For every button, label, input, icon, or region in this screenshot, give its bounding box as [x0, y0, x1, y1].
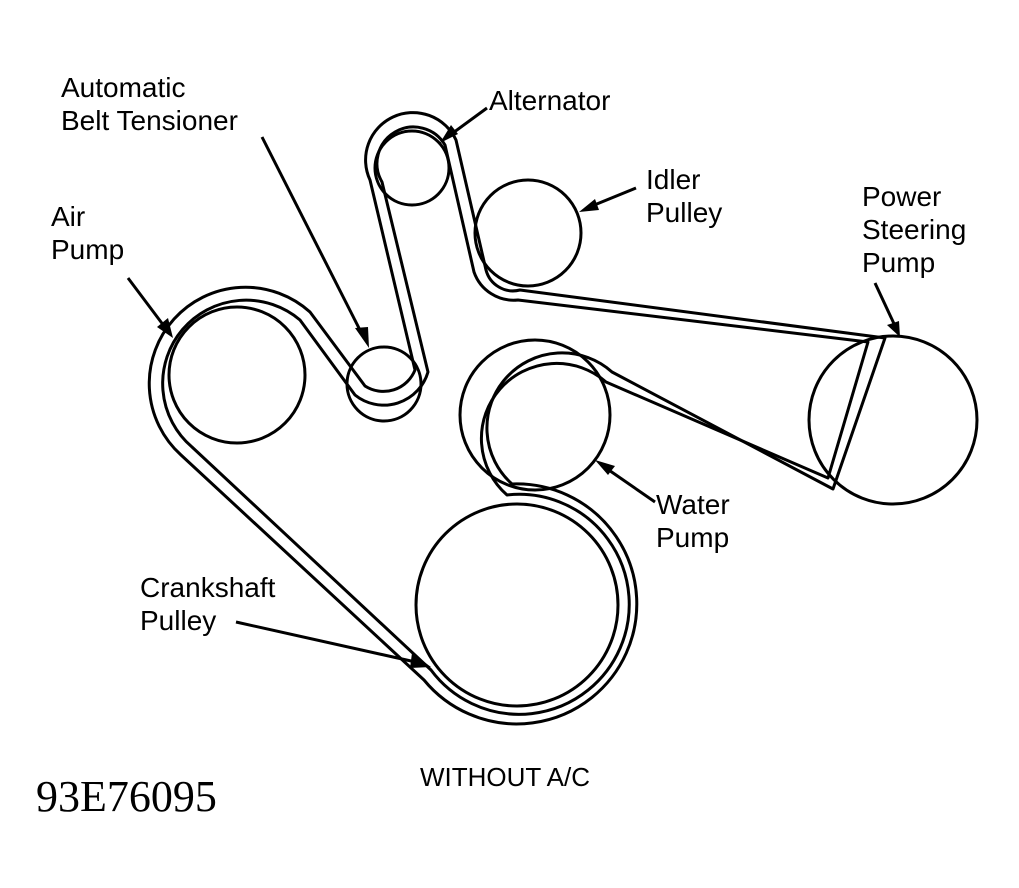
- crankshaft-leader-line: [235, 620, 421, 665]
- air-pump-leader-line: [126, 277, 169, 331]
- crankshaft-arrowhead: [410, 653, 431, 668]
- air-pump-arrowhead: [157, 318, 173, 338]
- figure-code: 93E76095: [36, 772, 217, 821]
- label-air-pump: Air Pump: [51, 200, 124, 266]
- label-line: Steering: [862, 214, 967, 245]
- idler-arrowhead: [579, 199, 599, 212]
- label-line: Pump: [656, 522, 730, 553]
- label-line: Power: [862, 181, 942, 212]
- belt-outer-edge: [147, 111, 887, 726]
- label-idler-pulley: Idler Pulley: [646, 163, 722, 229]
- label-line: Alternator: [489, 85, 611, 116]
- power-steering-pump-pulley: [807, 334, 979, 506]
- label-alternator: Alternator: [489, 84, 610, 117]
- water-pump-arrowhead: [595, 460, 615, 475]
- label-power-steering-pump: Power Steering Pump: [862, 180, 966, 279]
- label-line: Automatic: [61, 72, 186, 103]
- diagram-caption: WITHOUT A/C: [420, 762, 590, 792]
- crankshaft-pulley: [414, 502, 620, 708]
- idler-pulley: [473, 178, 583, 288]
- power-steering-arrowhead: [887, 321, 900, 337]
- tensioner-leader-line: [260, 136, 366, 339]
- alternator-arrowhead: [440, 125, 458, 143]
- water-pump-leader-line: [602, 464, 656, 504]
- water-pump-pulley: [458, 338, 612, 492]
- label-crankshaft-pulley: Crankshaft Pulley: [140, 571, 275, 637]
- label-line: Pump: [51, 234, 125, 265]
- label-line: Pulley: [140, 605, 217, 636]
- label-line: Pulley: [646, 197, 723, 228]
- label-line: Water: [656, 489, 730, 520]
- air-pump-pulley: [167, 305, 307, 445]
- belt-tensioner-pulley: [345, 345, 423, 423]
- label-automatic-belt-tensioner: Automatic Belt Tensioner: [61, 71, 238, 137]
- label-line: Crankshaft: [140, 572, 276, 603]
- label-line: Belt Tensioner: [61, 105, 238, 136]
- label-line: Pump: [862, 247, 936, 278]
- label-line: Air: [51, 201, 86, 232]
- label-line: Idler: [646, 164, 701, 195]
- label-water-pump: Water Pump: [656, 488, 730, 554]
- belt-inner-edge: [161, 125, 870, 716]
- tensioner-arrowhead: [355, 327, 369, 348]
- power-steering-leader-line: [873, 282, 898, 329]
- alternator-pulley: [373, 129, 451, 207]
